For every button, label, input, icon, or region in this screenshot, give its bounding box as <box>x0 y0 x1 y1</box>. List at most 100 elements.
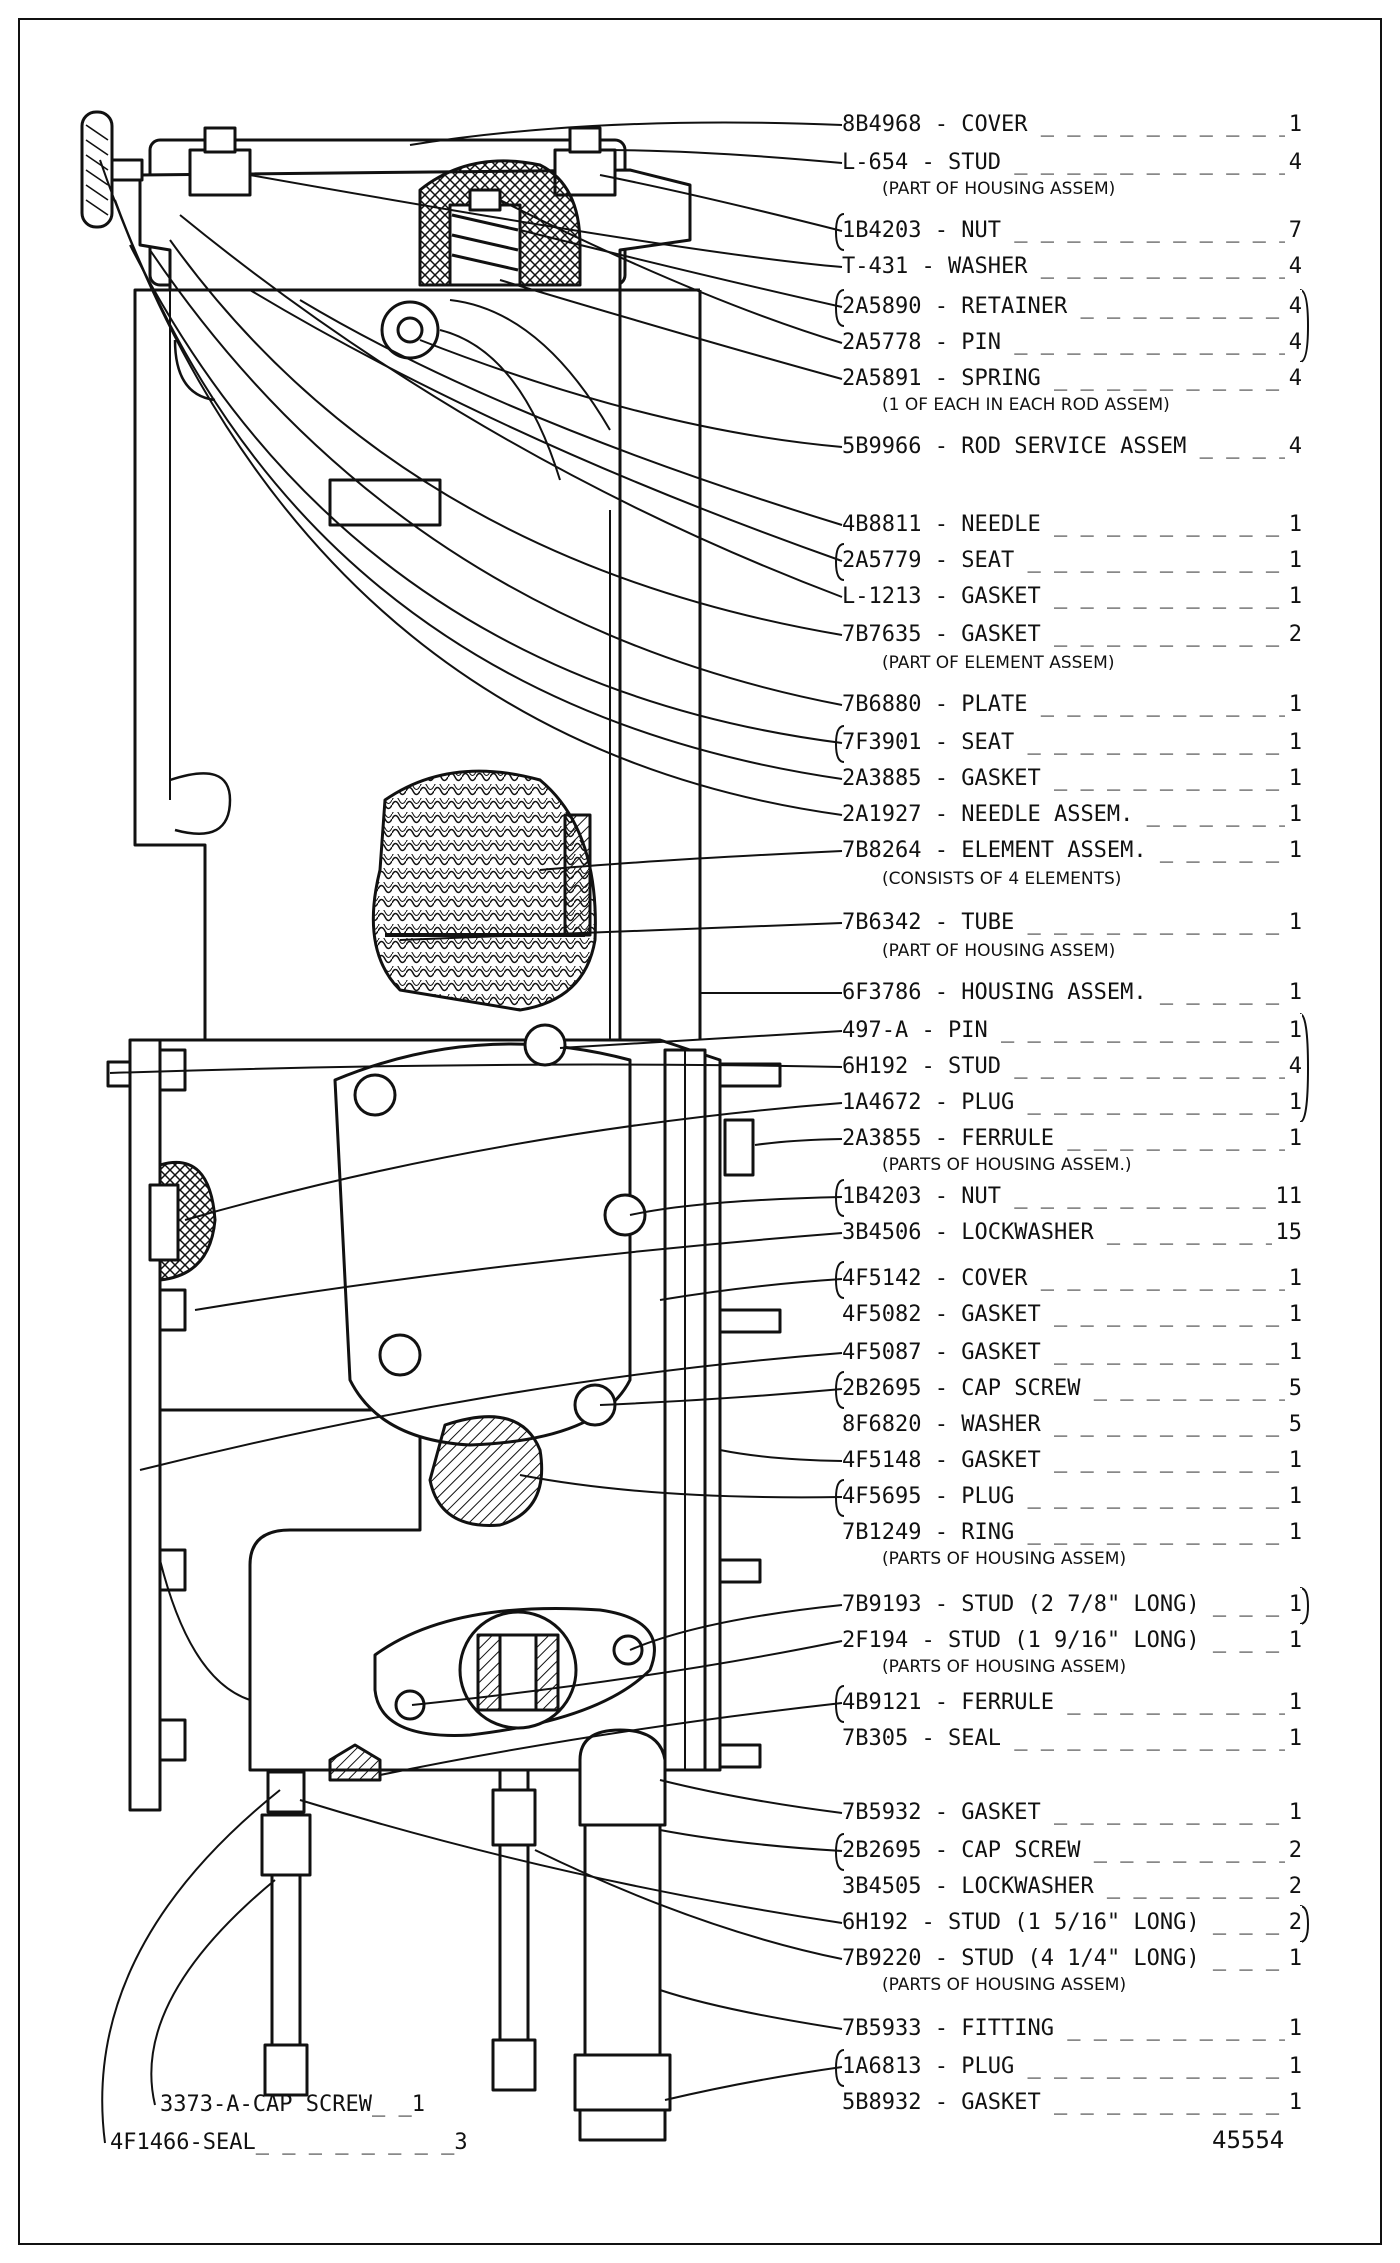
part-quantity: 1 <box>1284 688 1302 722</box>
part-label: L-654 - STUD _ _ _ _ _ _ _ _ _ _ _ _ _ _… <box>842 146 1302 180</box>
part-name: WASHER <box>961 1412 1041 1437</box>
part-name: STUD <box>947 1910 1001 1935</box>
part-name: HOUSING ASSEM. <box>961 980 1147 1005</box>
part-code: 6H192 <box>842 1054 909 1079</box>
part-label: 1B4203 - NUT _ _ _ _ _ _ _ _ _ _ _ _ _ _… <box>842 214 1302 248</box>
part-quantity: 4 <box>1284 326 1302 360</box>
part-quantity: 1 <box>1284 726 1302 760</box>
part-name: COVER <box>961 1266 1028 1291</box>
part-name: RING <box>961 1520 1015 1545</box>
part-note: (PART OF ELEMENT ASSEM) <box>882 653 1115 673</box>
part-code: 2A5890 <box>842 294 922 319</box>
part-quantity: 1 <box>1284 2012 1302 2046</box>
part-note: (PARTS OF HOUSING ASSEM.) <box>882 1155 1132 1175</box>
part-label: 7B6342 - TUBE _ _ _ _ _ _ _ _ _ _ _ _ _ … <box>842 906 1302 940</box>
part-code: 7B7635 <box>842 622 922 647</box>
part-label: 7B305 - SEAL _ _ _ _ _ _ _ _ _ _ _ _ _ _… <box>842 1722 1302 1756</box>
part-quantity: 4 <box>1284 1050 1302 1084</box>
part-quantity: 4 <box>1284 250 1302 284</box>
part-name: PIN <box>947 1018 988 1043</box>
part-code: L-1213 <box>842 584 922 609</box>
part-name: GASKET <box>961 622 1041 647</box>
part-code: 3B4505 <box>842 1874 922 1899</box>
part-detail: (2 7/8" LONG) <box>1027 1592 1200 1617</box>
part-quantity: 15 <box>1271 1216 1302 1250</box>
part-note: (CONSISTS OF 4 ELEMENTS) <box>882 869 1122 889</box>
part-quantity: 1 <box>1284 906 1302 940</box>
part-name: STUD <box>947 1054 1001 1079</box>
part-code: 2A1927 <box>842 802 922 827</box>
part-quantity: 1 <box>1284 1444 1302 1478</box>
bottom-cap-screw-head <box>266 1770 306 1814</box>
part-name: SPRING <box>961 366 1041 391</box>
fitting-7b5933 <box>578 1728 667 1827</box>
part-label: 6H192 - STUD _ _ _ _ _ _ _ _ _ _ _ _ _ _… <box>842 1050 1302 1084</box>
part-name: GASKET <box>961 1302 1041 1327</box>
part-note: (PARTS OF HOUSING ASSEM) <box>882 1549 1127 1569</box>
part-quantity: 1 <box>1284 1086 1302 1120</box>
part-code: 1B4203 <box>842 1184 922 1209</box>
part-code: 2B2695 <box>842 1838 922 1863</box>
part-label: 2B2695 - CAP SCREW _ _ _ _ _ _ _ _ _ _ _… <box>842 1834 1302 1868</box>
part-quantity: 1 <box>1284 1480 1302 1514</box>
part-name: ELEMENT ASSEM. <box>961 838 1147 863</box>
part-label: 7B6880 - PLATE _ _ _ _ _ _ _ _ _ _ _ _ _… <box>842 688 1302 722</box>
part-quantity: 2 <box>1284 1834 1302 1868</box>
part-name: RETAINER <box>961 294 1068 319</box>
part-quantity: 1 <box>1284 508 1302 542</box>
part-label: 4F5695 - PLUG _ _ _ _ _ _ _ _ _ _ _ _ _ … <box>842 1480 1302 1514</box>
part-name: NUT <box>961 1184 1001 1209</box>
part-quantity: 5 <box>1284 1372 1302 1406</box>
part-name: STUD <box>947 150 1001 175</box>
part-label: 2F194 - STUD (1 9/16" LONG) _ _ _ _ _ _ … <box>842 1624 1302 1658</box>
part-code: 1A6813 <box>842 2054 922 2079</box>
part-name: PIN <box>961 330 1001 355</box>
part-quantity: 1 <box>1284 108 1302 142</box>
part-quantity: 11 <box>1271 1180 1302 1214</box>
part-detail: (1 5/16" LONG) <box>1014 1910 1200 1935</box>
part-note: (PARTS OF HOUSING ASSEM) <box>882 1975 1127 1995</box>
part-name: FITTING <box>961 2016 1054 2041</box>
part-name: STUD <box>961 1946 1015 1971</box>
part-code: 7B9193 <box>842 1592 922 1617</box>
part-code: 2A3855 <box>842 1126 922 1151</box>
part-quantity: 4 <box>1284 362 1302 396</box>
part-quantity: 1 <box>1284 1122 1302 1156</box>
part-name: GASKET <box>961 584 1041 609</box>
part-note: (PART OF HOUSING ASSEM) <box>882 941 1116 961</box>
part-quantity: 5 <box>1284 1408 1302 1442</box>
part-label: 4F5142 - COVER _ _ _ _ _ _ _ _ _ _ _ _ _… <box>842 1262 1302 1296</box>
part-quantity: 2 <box>1284 1906 1302 1940</box>
part-name: PLUG <box>961 1090 1015 1115</box>
part-code: 2A5779 <box>842 548 922 573</box>
part-label: 5B9966 - ROD SERVICE ASSEM _ _ _ _ _ _ _… <box>842 430 1302 464</box>
part-label: 3B4505 - LOCKWASHER _ _ _ _ _ _ _ _ _ _ … <box>842 1870 1302 1904</box>
part-label: 5B8932 - GASKET _ _ _ _ _ _ _ _ _ _ _ _ … <box>842 2086 1302 2120</box>
part-detail: (4 1/4" LONG) <box>1027 1946 1200 1971</box>
part-code: T-431 <box>842 254 909 279</box>
part-quantity: 1 <box>1284 762 1302 796</box>
part-label: 1A4672 - PLUG _ _ _ _ _ _ _ _ _ _ _ _ _ … <box>842 1086 1302 1120</box>
part-code: 2B2695 <box>842 1376 922 1401</box>
part-name: LOCKWASHER <box>961 1220 1094 1245</box>
part-code: 6H192 <box>842 1910 909 1935</box>
part-code: 4B9121 <box>842 1690 922 1715</box>
part-name: GASKET <box>961 766 1041 791</box>
rod-service-eye <box>380 300 440 360</box>
part-quantity: 1 <box>1284 1588 1302 1622</box>
part-label: 2A3885 - GASKET _ _ _ _ _ _ _ _ _ _ _ _ … <box>842 762 1302 796</box>
part-quantity: 1 <box>1284 1014 1302 1048</box>
left-label-cap-screw: 3373-A-CAP SCREW_ _1 <box>160 2092 425 2117</box>
part-code: 7B305 <box>842 1726 909 1751</box>
part-code: 7B1249 <box>842 1520 922 1545</box>
part-name: FERRULE <box>961 1690 1054 1715</box>
part-code: 8B4968 <box>842 112 922 137</box>
part-label: 1A6813 - PLUG _ _ _ _ _ _ _ _ _ _ _ _ _ … <box>842 2050 1302 2084</box>
part-quantity: 1 <box>1284 1336 1302 1370</box>
part-label: 2A5890 - RETAINER _ _ _ _ _ _ _ _ _ _ _ … <box>842 290 1302 324</box>
element-cutaway <box>371 769 597 1012</box>
part-code: 1B4203 <box>842 218 922 243</box>
part-code: 2A5778 <box>842 330 922 355</box>
part-label: 4F5148 - GASKET _ _ _ _ _ _ _ _ _ _ _ _ … <box>842 1444 1302 1478</box>
part-label: 4F5087 - GASKET _ _ _ _ _ _ _ _ _ _ _ _ … <box>842 1336 1302 1370</box>
